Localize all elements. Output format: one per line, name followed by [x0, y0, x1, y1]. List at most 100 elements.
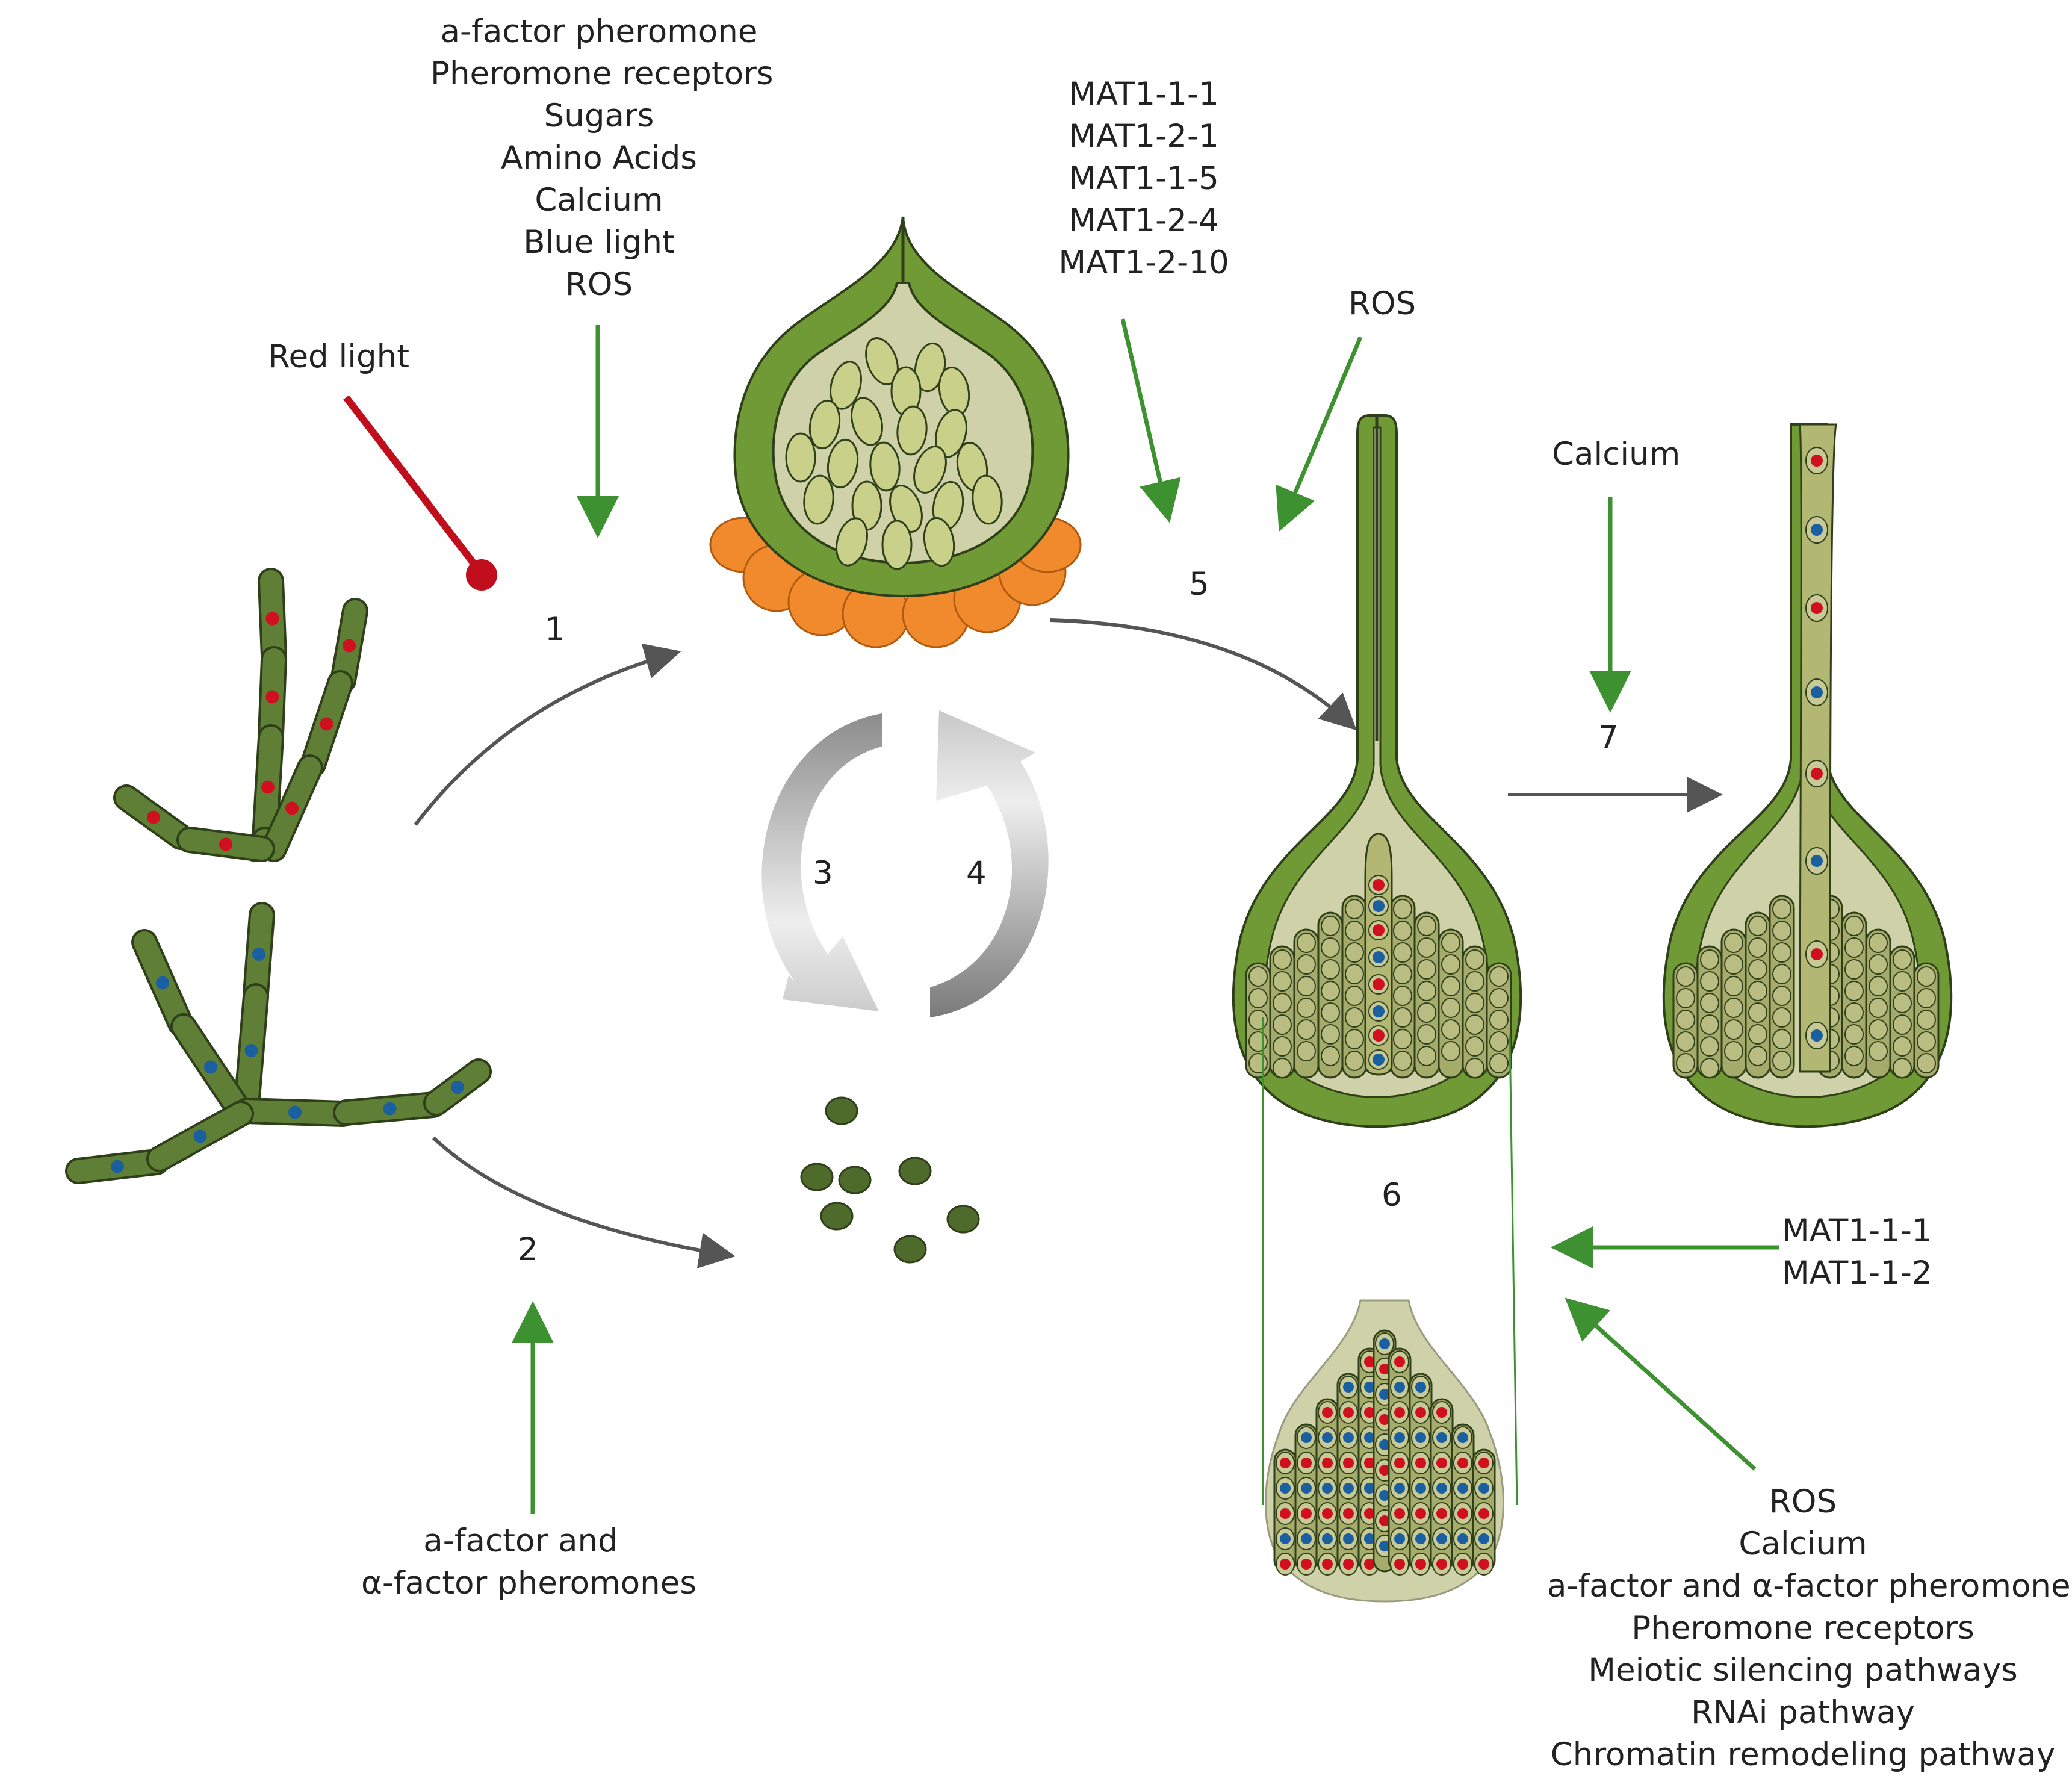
ascospore — [972, 474, 1003, 525]
top-factor-item: a-factor pheromone — [440, 13, 758, 50]
ascus-cell — [1417, 916, 1436, 936]
bottom-right-item: Chromatin remodeling pathway — [1550, 1736, 2056, 1773]
ascus-cell — [1321, 1046, 1340, 1066]
nucleus — [1457, 1559, 1468, 1570]
ascus-cell — [1297, 976, 1316, 996]
label-mat-top: MAT1-1-1 MAT1-2-1 MAT1-1-5 MAT1-2-4 MAT1… — [1047, 73, 1240, 284]
nucleus — [1415, 1533, 1426, 1544]
hypha-segment — [234, 983, 269, 1118]
ascus-cell — [1345, 899, 1364, 919]
ascus-cell — [1917, 1031, 1936, 1052]
nucleus — [1379, 1414, 1390, 1425]
nucleus — [1280, 1533, 1291, 1544]
nucleus — [1364, 1559, 1375, 1570]
ascus-cell — [1321, 937, 1340, 958]
nucleus — [1811, 948, 1823, 960]
nucleus — [285, 801, 299, 815]
ascus-cell — [1772, 986, 1791, 1006]
cycle-arrow-4 — [930, 710, 1049, 1017]
nucleus — [1322, 1458, 1333, 1468]
top-factor-item: Amino Acids — [501, 140, 697, 176]
top-factor-item: Blue light — [523, 224, 675, 261]
step-3: 3 — [813, 855, 833, 892]
ascus-cell — [1441, 933, 1460, 953]
zoom-lines — [1262, 1017, 1518, 1506]
ascus-cell — [1844, 1024, 1864, 1045]
ascus-cell — [1844, 981, 1864, 1001]
hypha-segment — [234, 1098, 356, 1127]
nucleus — [1373, 978, 1385, 990]
nucleus — [383, 1102, 397, 1116]
ascus-cell — [1772, 1007, 1791, 1028]
label-red-light: Red light — [268, 338, 410, 375]
nucleus — [343, 639, 356, 653]
nucleus — [1394, 1508, 1405, 1519]
ascus-cell — [1489, 1010, 1509, 1030]
ascus-cell — [1893, 971, 1912, 992]
nucleus — [1343, 1432, 1354, 1443]
hypha-segment — [146, 1101, 254, 1172]
ascus-cell — [1393, 1051, 1412, 1071]
hypha-segment — [330, 598, 368, 694]
nucleus — [1379, 1338, 1390, 1349]
arrow-bottom-right — [1565, 1297, 1757, 1471]
nucleus — [1280, 1458, 1291, 1468]
ascus-cell — [1869, 976, 1888, 996]
ascus-cell — [1345, 921, 1364, 941]
ascospore — [865, 337, 899, 385]
ascus-cell — [1893, 1014, 1912, 1035]
nucleus — [1457, 1508, 1468, 1519]
ascus-cell — [1844, 1046, 1864, 1066]
ascus-cell — [1917, 1053, 1936, 1073]
nucleus — [1379, 1515, 1390, 1526]
arrow-ros-top — [1276, 336, 1363, 532]
hypha-segment — [170, 1013, 251, 1121]
nucleus — [1301, 1432, 1312, 1443]
ascus-cell — [1465, 971, 1484, 992]
ascus-cell — [1273, 971, 1292, 992]
ascospore — [851, 397, 883, 446]
bottom-right-item: RNAi pathway — [1691, 1694, 1915, 1731]
ascus-cell — [1248, 1031, 1268, 1052]
ascus-cell — [1297, 998, 1316, 1018]
ascus-cell — [1724, 1019, 1743, 1040]
nucleus — [1379, 1490, 1390, 1501]
activation-arrows — [512, 318, 1779, 1514]
nucleus — [1364, 1533, 1375, 1544]
ascus-cell — [1465, 1014, 1484, 1035]
mat-top-item: MAT1-2-10 — [1058, 244, 1229, 281]
nucleus — [1415, 1432, 1426, 1443]
ascus-cell — [1417, 937, 1436, 958]
nucleus — [1811, 524, 1823, 536]
nucleus — [1457, 1533, 1468, 1544]
nucleus — [1436, 1407, 1447, 1418]
nucleus — [265, 690, 279, 704]
nucleus — [147, 810, 160, 824]
nucleus — [1415, 1559, 1426, 1570]
ascus-cell — [1441, 1019, 1460, 1040]
nucleus — [1394, 1559, 1405, 1570]
central-ascus — [1364, 833, 1393, 1076]
label-mat-right: MAT1-1-1 MAT1-1-2 — [1782, 1210, 1932, 1294]
hypha-segment — [113, 784, 194, 850]
ascus-cell — [1441, 954, 1460, 975]
ascus-cell — [1917, 966, 1936, 987]
ascus-cell — [1893, 1058, 1912, 1078]
nucleus — [111, 1160, 124, 1173]
ascus-cell — [1724, 976, 1743, 996]
zoomed-centrum — [1265, 1299, 1504, 1603]
ascus-cell — [1393, 942, 1412, 963]
ascus-cell — [1273, 993, 1292, 1013]
ascus-cell — [1465, 1036, 1484, 1057]
ascus-cell — [1700, 1036, 1719, 1057]
ascus-cell — [1417, 1046, 1436, 1066]
ascus-cell — [1869, 1019, 1888, 1040]
hypha-segment — [176, 827, 275, 862]
conidia — [800, 1096, 980, 1264]
ascus-cell — [1917, 988, 1936, 1008]
mat-top-item: MAT1-2-1 — [1069, 118, 1219, 155]
nucleus — [1394, 1432, 1405, 1443]
nucleus — [1379, 1389, 1390, 1400]
nucleus — [1811, 686, 1823, 698]
